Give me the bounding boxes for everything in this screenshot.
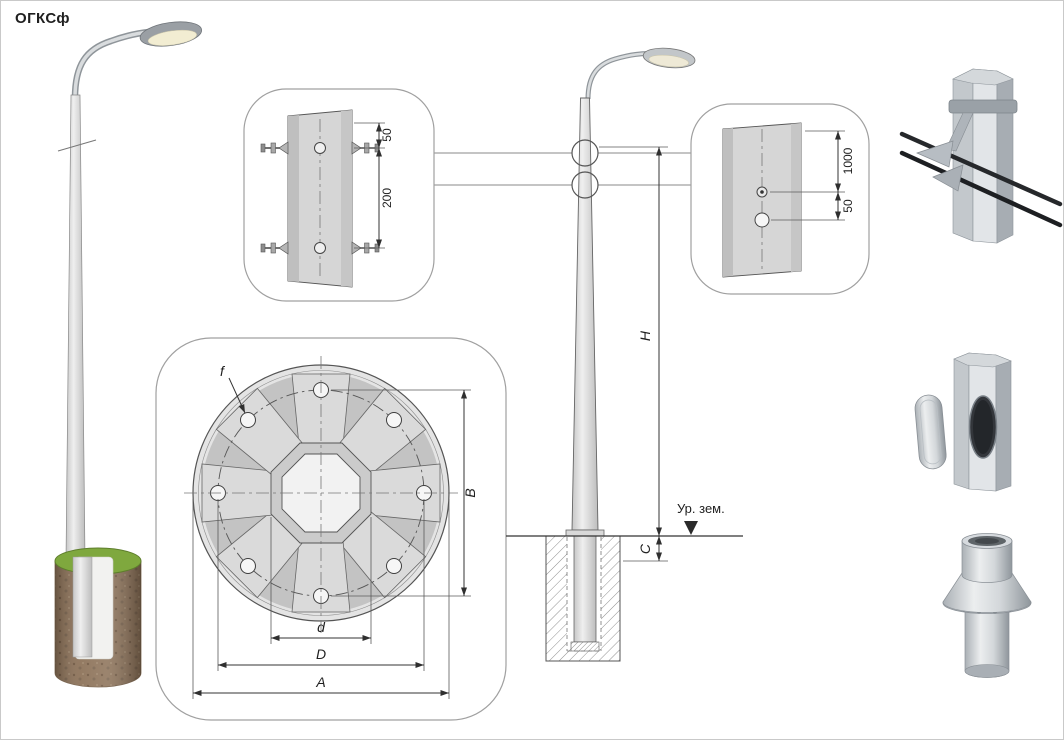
detail-marker-lower bbox=[571, 171, 599, 199]
pole-foundation bbox=[54, 547, 142, 688]
elevation-arm bbox=[585, 51, 650, 100]
pole-joint-mark bbox=[57, 139, 97, 152]
ground-level-label: Ур. зем. bbox=[677, 501, 725, 516]
dim-hole-f: f bbox=[220, 363, 226, 379]
elevation-view: Ур. зем. H C bbox=[506, 47, 743, 662]
pole-top-cap bbox=[952, 68, 1014, 86]
dim-hand-hole-offset: 50 bbox=[841, 199, 855, 213]
luminaire bbox=[139, 21, 203, 47]
page-title: ОГКСф bbox=[15, 10, 70, 27]
hand-hole-cover bbox=[914, 394, 947, 470]
callout-connector-lines bbox=[434, 152, 691, 186]
dim-H: H bbox=[637, 330, 653, 341]
photo-base-sleeve bbox=[942, 533, 1032, 678]
cable-upper bbox=[899, 131, 1063, 207]
dim-hand-hole-height: 1000 bbox=[841, 147, 855, 174]
detail-hand-hole-callout: 1000 50 bbox=[690, 103, 870, 295]
foundation-section bbox=[545, 535, 621, 662]
elevation-luminaire bbox=[642, 47, 696, 69]
detail-clamp-callout: 50 200 bbox=[243, 88, 435, 302]
dim-clamp-spacing: 200 bbox=[380, 188, 394, 208]
cable-lower bbox=[899, 150, 1063, 228]
photo-hand-hole bbox=[914, 352, 1012, 492]
dim-A: A bbox=[315, 674, 325, 690]
suspension-band bbox=[948, 99, 1018, 114]
dim-d: d bbox=[317, 619, 326, 635]
cable-hole bbox=[754, 212, 770, 228]
dim-D: D bbox=[316, 646, 326, 662]
detail-marker-upper bbox=[571, 139, 599, 167]
flared-skirt bbox=[942, 572, 1032, 613]
dim-C: C bbox=[637, 543, 653, 554]
wedge-clamp-1 bbox=[916, 140, 954, 168]
pole-shaft bbox=[65, 94, 86, 560]
photo-cable-suspension bbox=[899, 68, 1063, 244]
flange-plan-callout: f B d D A bbox=[155, 337, 507, 721]
ground-level-mark bbox=[684, 521, 698, 535]
wedge-clamp-2 bbox=[932, 164, 964, 192]
photo-street-light bbox=[54, 21, 203, 688]
dim-B: B bbox=[462, 488, 478, 497]
dim-clamp-offset: 50 bbox=[380, 128, 394, 142]
